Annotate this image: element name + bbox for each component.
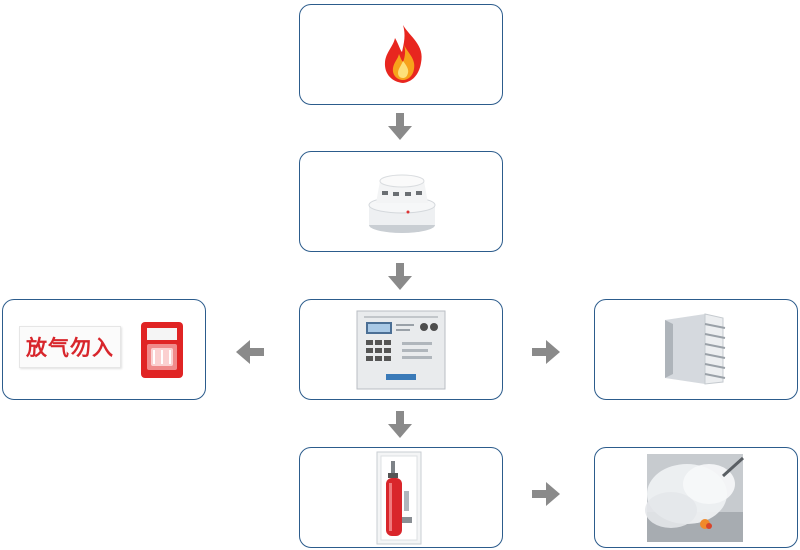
smoke-detector-icon [368, 174, 436, 233]
arrow-down-3 [388, 411, 412, 438]
strobe-alarm-icon [141, 322, 183, 378]
arrow-left [236, 340, 264, 364]
arrow-right-1 [532, 340, 560, 364]
flame-icon [384, 25, 422, 83]
sign-text: 放气勿入 [26, 336, 114, 360]
arrow-down-1 [388, 113, 412, 140]
gas-cylinder-cabinet-icon [376, 451, 422, 545]
louver-vent-icon [665, 313, 726, 385]
node-fire [299, 4, 503, 105]
node-cylinder [299, 447, 503, 548]
node-smoke-detector [299, 151, 503, 252]
arrow-right-2 [532, 482, 560, 506]
arrow-down-2 [388, 263, 412, 290]
node-discharge [594, 447, 798, 548]
no-entry-sign: 放气勿入 [19, 326, 121, 368]
node-alarm: 放气勿入 [2, 299, 206, 400]
node-vent [594, 299, 798, 400]
node-controller [299, 299, 503, 400]
gas-discharge-icon [645, 454, 745, 542]
control-panel-icon [356, 310, 446, 390]
